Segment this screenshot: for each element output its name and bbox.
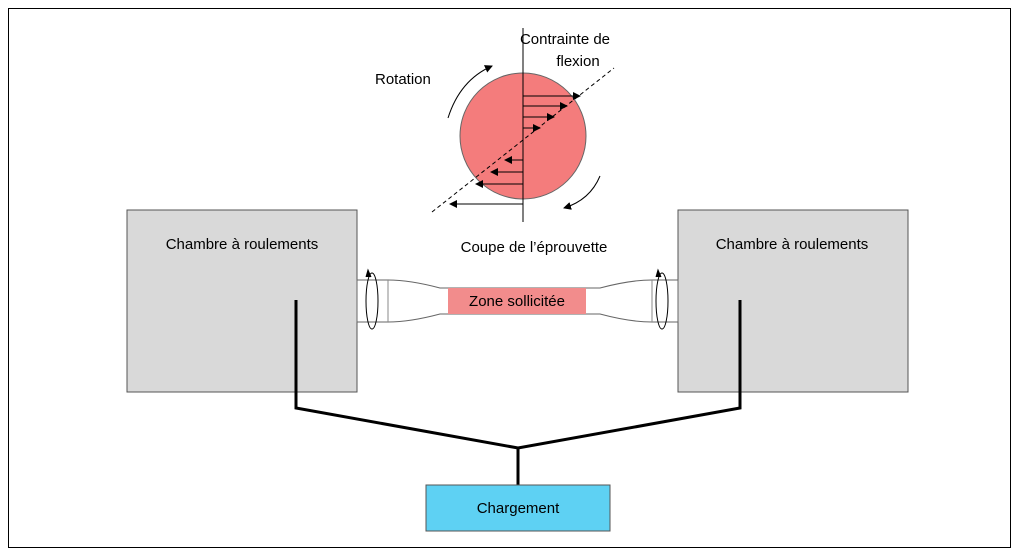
right-rotation-icon: [655, 268, 669, 330]
left-rotation-icon: [365, 268, 379, 330]
stress-distribution-line: [431, 67, 615, 213]
section-label: Coupe de l’éprouvette: [461, 239, 608, 256]
specimen: [356, 279, 679, 323]
stress-arrows-negative: [449, 156, 523, 208]
rotation-arrow-bottom: [563, 175, 601, 210]
stress-label-line2: flexion: [556, 53, 599, 70]
rotation-label: Rotation: [375, 71, 431, 88]
left-bearing-chamber: [126, 209, 358, 393]
right-bearing-chamber: [677, 209, 909, 393]
load-label: Chargement: [477, 500, 560, 517]
stressed-zone: [448, 288, 586, 314]
load-linkage: [294, 300, 742, 485]
load-box: [425, 484, 611, 532]
stress-arrows-positive: [523, 92, 581, 132]
zone-label: Zone sollicitée: [469, 293, 565, 310]
left-chamber-label: Chambre à roulements: [166, 236, 319, 253]
rotation-arrow-top: [447, 65, 493, 119]
right-chamber-label: Chambre à roulements: [716, 236, 869, 253]
stress-label-line1: Contrainte de: [520, 31, 610, 48]
